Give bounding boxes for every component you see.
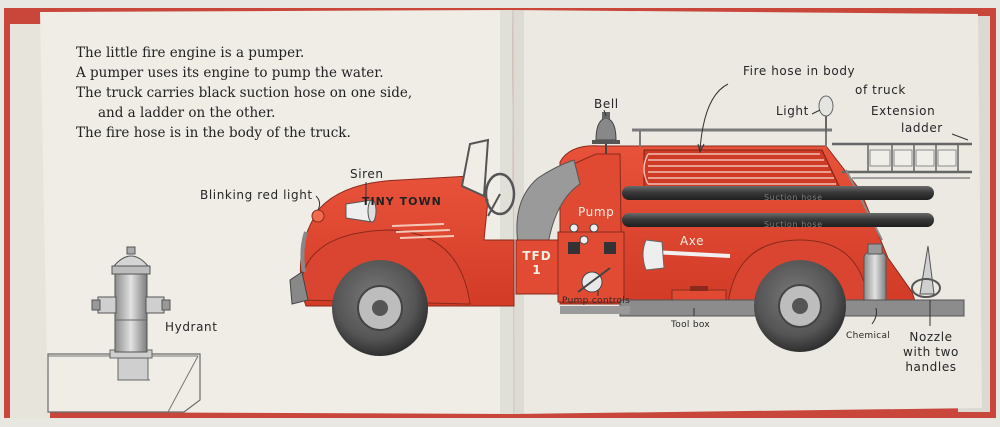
truck-door-number: TFD 1 bbox=[518, 249, 556, 277]
label-light: Light bbox=[776, 104, 809, 118]
story-text: The little fire engine is a pumper. A pu… bbox=[76, 43, 412, 143]
label-nozzle-line1: Nozzle bbox=[909, 330, 953, 344]
label-suction-hose-upper: Suction hose bbox=[764, 193, 823, 202]
leader-lines bbox=[315, 83, 969, 326]
suction-hose-lower bbox=[622, 213, 934, 227]
chemical-tank bbox=[863, 243, 887, 309]
label-chemical: Chemical bbox=[846, 331, 891, 341]
rear-wheel bbox=[754, 260, 846, 352]
story-line: The truck carries black suction hose on … bbox=[76, 85, 413, 101]
hydrant bbox=[47, 246, 201, 413]
story-line: A pumper uses its engine to pump the wat… bbox=[76, 65, 384, 81]
truck-door-line2: 1 bbox=[532, 263, 542, 277]
fire-truck bbox=[289, 95, 972, 356]
label-suction-hose-lower: Suction hose bbox=[764, 220, 823, 229]
label-bell: Bell bbox=[594, 97, 619, 111]
label-axe: Axe bbox=[680, 234, 705, 248]
label-pump: Pump bbox=[578, 205, 615, 219]
truck-plate: TINY TOWN bbox=[362, 195, 442, 208]
label-pump-controls: Pump controls bbox=[562, 296, 631, 306]
label-nozzle: Nozzle with two handles bbox=[894, 330, 968, 375]
fire-hose-coil bbox=[643, 149, 841, 189]
label-nozzle-line3: handles bbox=[905, 360, 957, 374]
blinking-red-light bbox=[311, 209, 325, 223]
nozzle bbox=[911, 245, 941, 298]
story-line: The fire hose is in the body of the truc… bbox=[76, 125, 351, 141]
steering-wheel bbox=[484, 172, 516, 216]
truck-door-line1: TFD bbox=[522, 249, 552, 263]
windshield bbox=[460, 138, 490, 198]
label-nozzle-line2: with two bbox=[903, 345, 959, 359]
label-tool-box: Tool box bbox=[671, 320, 711, 330]
siren bbox=[345, 199, 377, 223]
suction-hose-upper bbox=[622, 186, 934, 200]
label-hydrant: Hydrant bbox=[165, 320, 218, 334]
spot-light bbox=[818, 95, 834, 132]
gutter-line bbox=[512, 9, 515, 415]
label-extension-line1: Extension bbox=[871, 104, 936, 118]
label-siren: Siren bbox=[350, 167, 384, 181]
story-line: The little fire engine is a pumper. bbox=[76, 45, 305, 61]
label-blinking-red-light: Blinking red light bbox=[200, 188, 313, 202]
front-wheel bbox=[332, 260, 428, 356]
label-extension-line2: ladder bbox=[901, 121, 943, 135]
story-line: and a ladder on the other. bbox=[98, 105, 276, 121]
label-fire-hose-line1: Fire hose in body bbox=[743, 64, 856, 78]
extension-ladder bbox=[832, 142, 972, 241]
axe bbox=[642, 239, 731, 271]
pump-panel bbox=[557, 153, 625, 303]
label-fire-hose-line2: of truck bbox=[855, 83, 906, 97]
